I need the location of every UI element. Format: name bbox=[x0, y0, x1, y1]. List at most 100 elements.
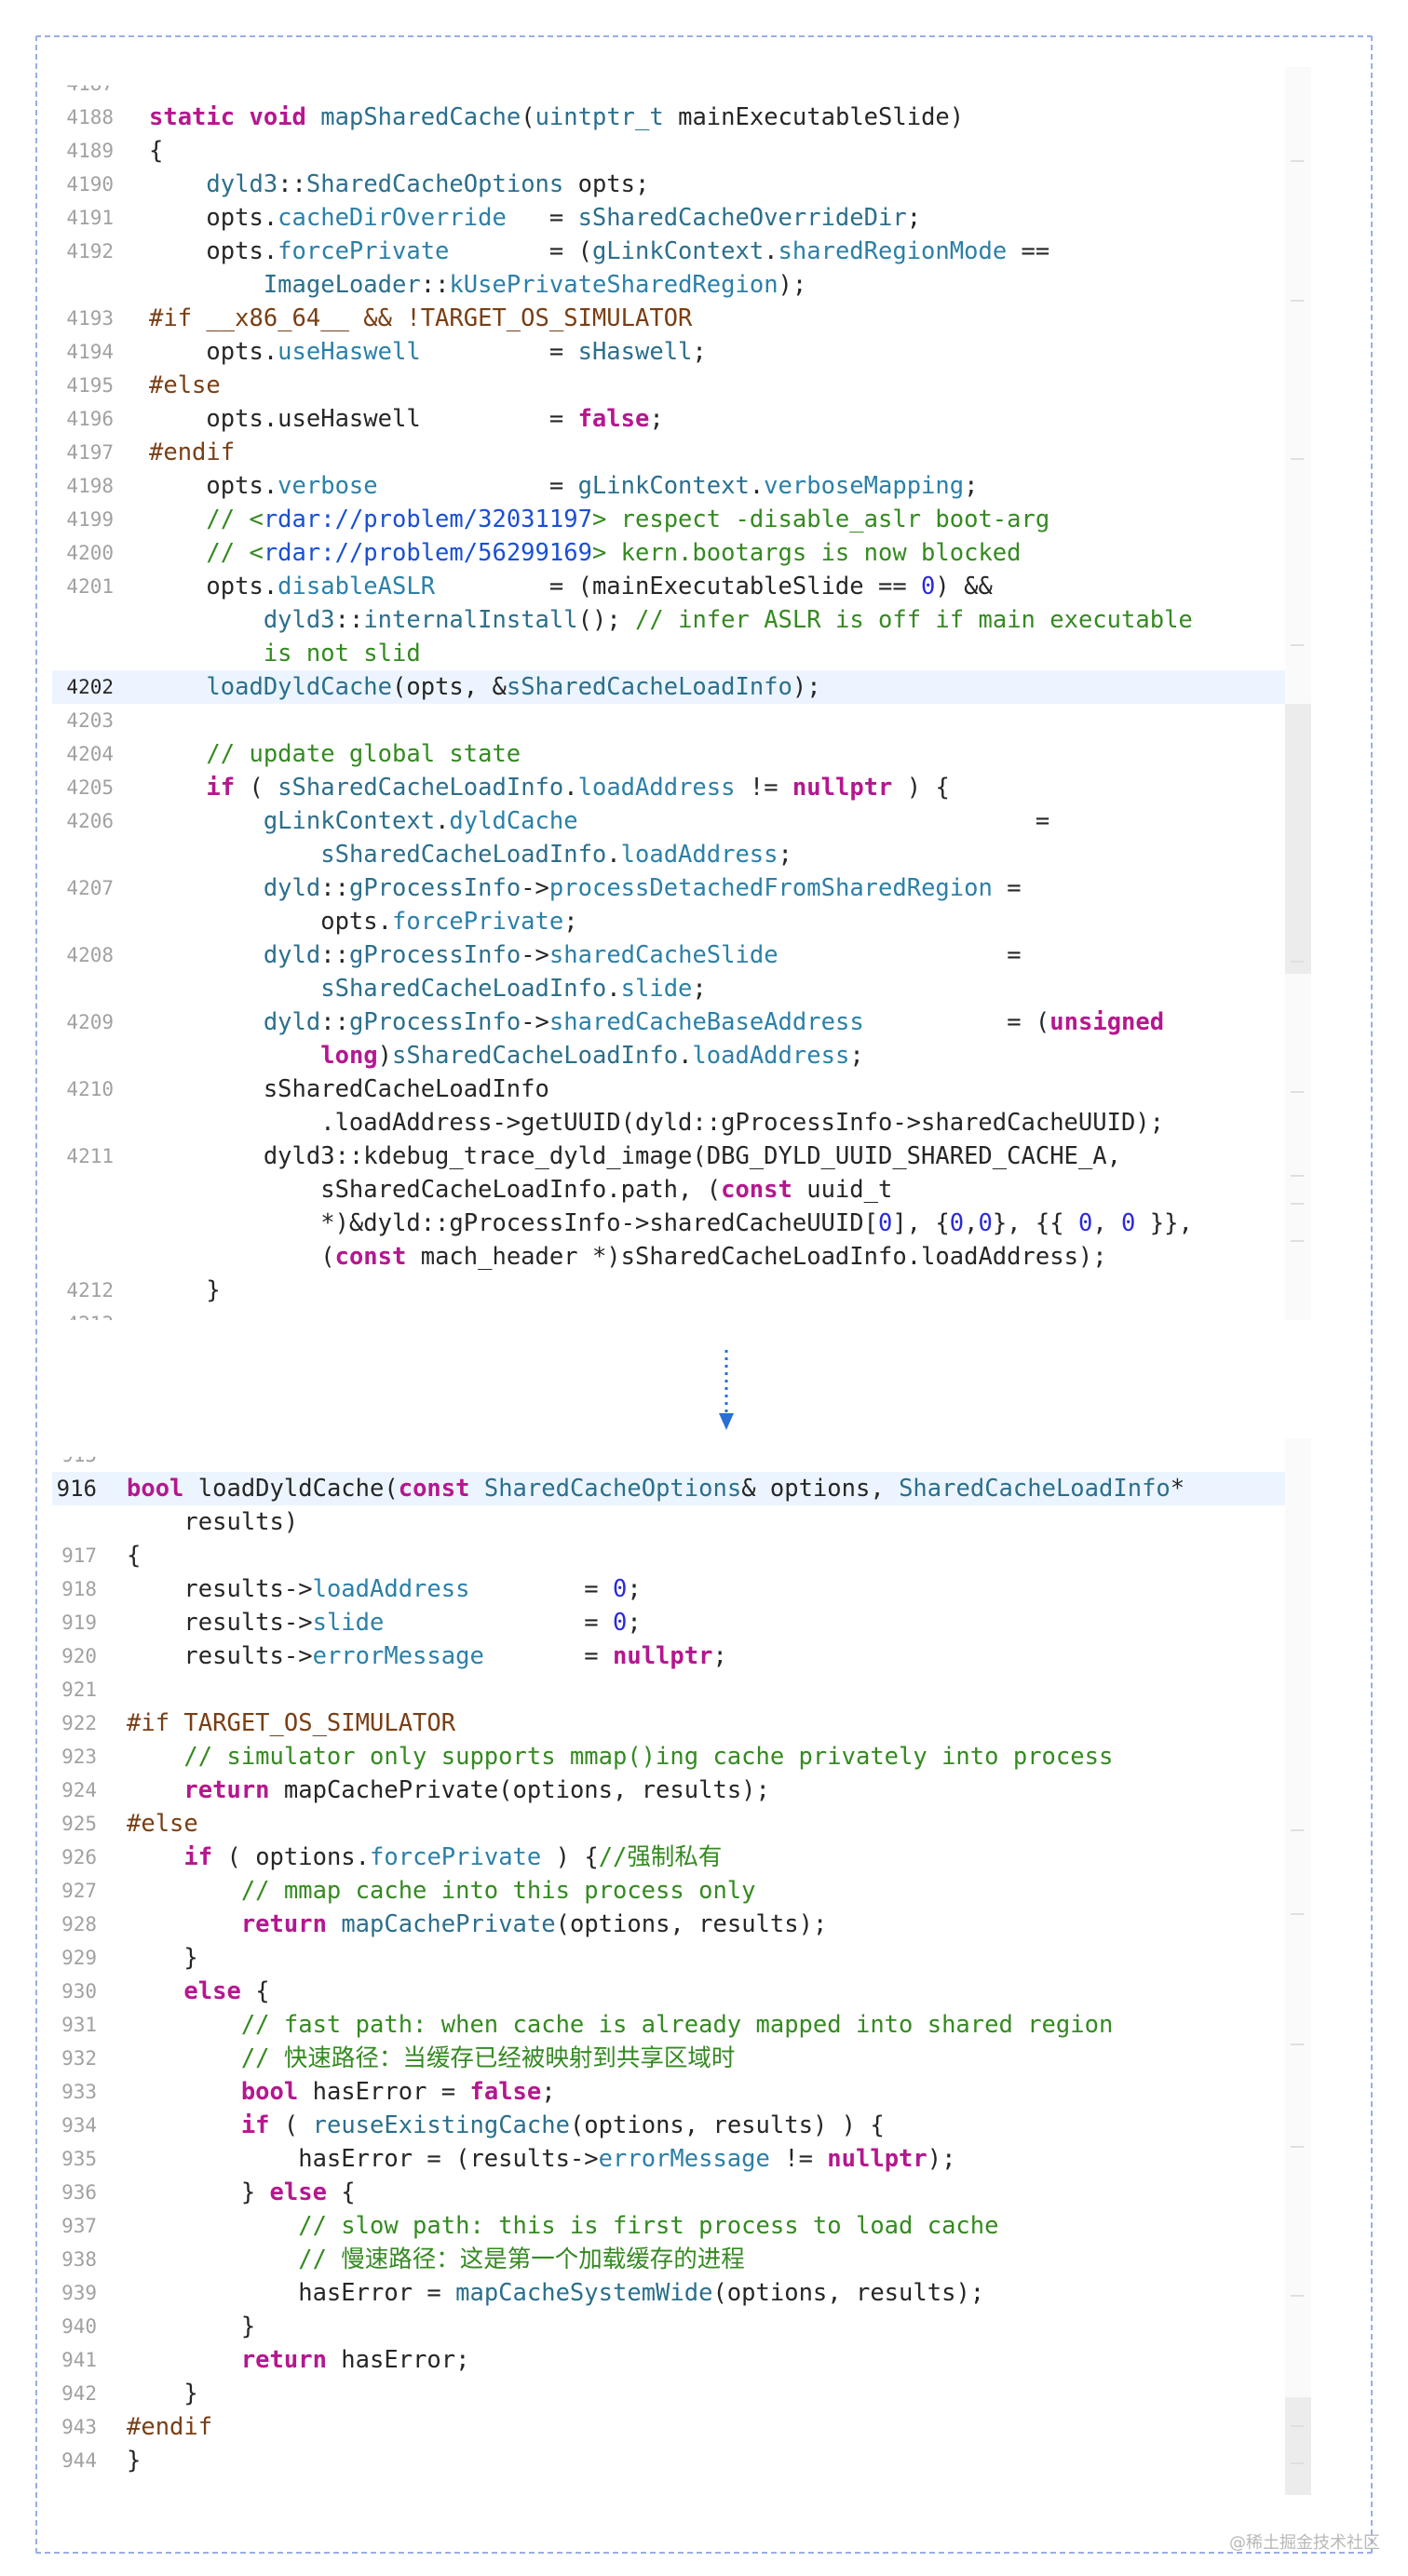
code-text: #endif bbox=[127, 2410, 1311, 2444]
code-token bbox=[469, 1475, 483, 1503]
code-token: -> bbox=[521, 874, 549, 902]
code-token: uuid_t bbox=[792, 1176, 893, 1204]
code-token: sharedCacheSlide bbox=[548, 941, 778, 969]
code-token: :: bbox=[320, 941, 349, 969]
code-token: sSharedCacheLoadInfo bbox=[392, 1042, 679, 1070]
code-text: opts.useHaswell = false; bbox=[149, 402, 1311, 436]
code-token: ; bbox=[627, 1609, 642, 1637]
code-token: (opts, & bbox=[392, 673, 507, 701]
line-number: 4210 bbox=[66, 1078, 114, 1100]
code-text: dyld3::SharedCacheOptions opts; bbox=[149, 168, 1311, 201]
code-token bbox=[149, 874, 264, 902]
minimap-thumb[interactable] bbox=[1285, 704, 1311, 974]
code-text: dyld3::kdebug_trace_dyld_image(DBG_DYLD_… bbox=[149, 1140, 1311, 1173]
code-token: useHaswell bbox=[278, 338, 421, 366]
code-token: dyld bbox=[263, 941, 321, 969]
code-text: // update global state bbox=[149, 737, 1311, 771]
line-number: 937 bbox=[61, 2215, 97, 2237]
code-text: results->slide = 0; bbox=[127, 1606, 1311, 1639]
code-line: 4191 opts.cacheDirOverride = sSharedCach… bbox=[52, 201, 1311, 235]
code-line: 4187 bbox=[52, 67, 1311, 101]
code-token: results) bbox=[127, 1508, 299, 1536]
code-token: sSharedCacheLoadInfo.path, ( bbox=[149, 1176, 722, 1204]
code-line: 943#endif bbox=[52, 2410, 1311, 2444]
code-token: slide bbox=[620, 975, 693, 1003]
code-text: return mapCachePrivate(options, results)… bbox=[127, 1908, 1311, 1941]
code-token: return bbox=[240, 1910, 327, 1938]
code-text: opts.disableASLR = (mainExecutableSlide … bbox=[149, 570, 1311, 603]
code-text: is not slid bbox=[149, 637, 1311, 670]
code-token bbox=[127, 2346, 241, 2374]
minimap-scrollbar[interactable] bbox=[1285, 1438, 1311, 2495]
line-number: 916 bbox=[56, 1476, 97, 1502]
code-token: ; bbox=[849, 1042, 864, 1070]
code-token bbox=[306, 103, 320, 131]
code-token: mapCachePrivate(options, results); bbox=[269, 1776, 770, 1804]
code-token: sSharedCacheOverrideDir bbox=[577, 204, 907, 232]
code-token bbox=[127, 1776, 183, 1804]
line-number: 926 bbox=[61, 1846, 97, 1868]
code-text: sSharedCacheLoadInfo bbox=[149, 1072, 1311, 1106]
code-token: errorMessage bbox=[598, 2145, 770, 2173]
code-token: ) { bbox=[541, 1843, 599, 1871]
line-number: 918 bbox=[61, 1578, 97, 1600]
minimap-tick bbox=[1291, 1091, 1304, 1093]
code-line: 944} bbox=[52, 2444, 1311, 2477]
minimap-thumb[interactable] bbox=[1285, 2397, 1311, 2495]
code-token: is not slid bbox=[149, 640, 421, 668]
line-number: 932 bbox=[61, 2047, 97, 2070]
code-line: 4196 opts.useHaswell = false; bbox=[52, 402, 1311, 436]
code-token bbox=[149, 807, 264, 835]
code-token: 0 bbox=[978, 1209, 993, 1237]
line-number: 4204 bbox=[66, 743, 114, 765]
minimap-scrollbar[interactable] bbox=[1285, 67, 1311, 1320]
minimap-tick bbox=[1291, 2043, 1304, 2045]
code-token: sHaswell bbox=[577, 338, 693, 366]
code-token: . bbox=[749, 472, 765, 500]
code-line: 940 } bbox=[52, 2310, 1311, 2343]
code-token: gProcessInfo bbox=[348, 874, 521, 902]
code-text: gLinkContext.dyldCache = bbox=[149, 804, 1311, 838]
code-text: } else { bbox=[127, 2176, 1311, 2209]
code-token bbox=[127, 1977, 183, 2005]
code-token: #endif bbox=[149, 438, 236, 466]
code-line: 4194 opts.useHaswell = sHaswell; bbox=[52, 335, 1311, 369]
code-token: = bbox=[506, 204, 578, 232]
code-token: = bbox=[577, 807, 1050, 835]
code-token: dyld bbox=[263, 874, 321, 902]
code-text: bool hasError = false; bbox=[127, 2075, 1311, 2109]
code-text: opts.cacheDirOverride = sSharedCacheOver… bbox=[149, 201, 1311, 235]
minimap-tick bbox=[1291, 2146, 1304, 2148]
code-token: = (mainExecutableSlide == bbox=[435, 573, 922, 600]
code-token: ); bbox=[927, 2145, 956, 2173]
code-text: static void mapSharedCache(uintptr_t mai… bbox=[149, 101, 1311, 134]
code-line: 936 } else { bbox=[52, 2176, 1311, 2209]
code-token: ; bbox=[778, 841, 792, 869]
code-token: .loadAddress->getUUID(dyld::gProcessInfo… bbox=[149, 1109, 1165, 1137]
code-line: sSharedCacheLoadInfo.slide; bbox=[52, 972, 1311, 1005]
code-text: (const mach_header *)sSharedCacheLoadInf… bbox=[149, 1240, 1311, 1274]
code-token bbox=[149, 673, 206, 701]
code-token: } bbox=[127, 2313, 256, 2340]
code-text: dyld::gProcessInfo->sharedCacheBaseAddre… bbox=[149, 1005, 1311, 1039]
code-token: return bbox=[183, 1776, 270, 1804]
code-line: is not slid bbox=[52, 637, 1311, 670]
code-token: loadAddress bbox=[577, 774, 736, 802]
code-text: #if TARGET_OS_SIMULATOR bbox=[127, 1706, 1311, 1740]
code-line: 921 bbox=[52, 1673, 1311, 1706]
code-token: opts; bbox=[563, 170, 650, 198]
code-line: 4200 // <rdar://problem/56299169> kern.b… bbox=[52, 536, 1311, 570]
code-token: . bbox=[563, 774, 578, 802]
code-token: . bbox=[606, 841, 621, 869]
code-token: ); bbox=[792, 673, 821, 701]
code-token: > respect -disable_aslr boot-arg bbox=[591, 506, 1050, 533]
code-token: ( options. bbox=[212, 1843, 371, 1871]
code-token bbox=[149, 975, 320, 1003]
code-token: const bbox=[334, 1243, 407, 1271]
code-text: opts.useHaswell = sHaswell; bbox=[149, 335, 1311, 369]
code-token: ; bbox=[964, 472, 979, 500]
code-token: mapSharedCache bbox=[320, 103, 521, 131]
